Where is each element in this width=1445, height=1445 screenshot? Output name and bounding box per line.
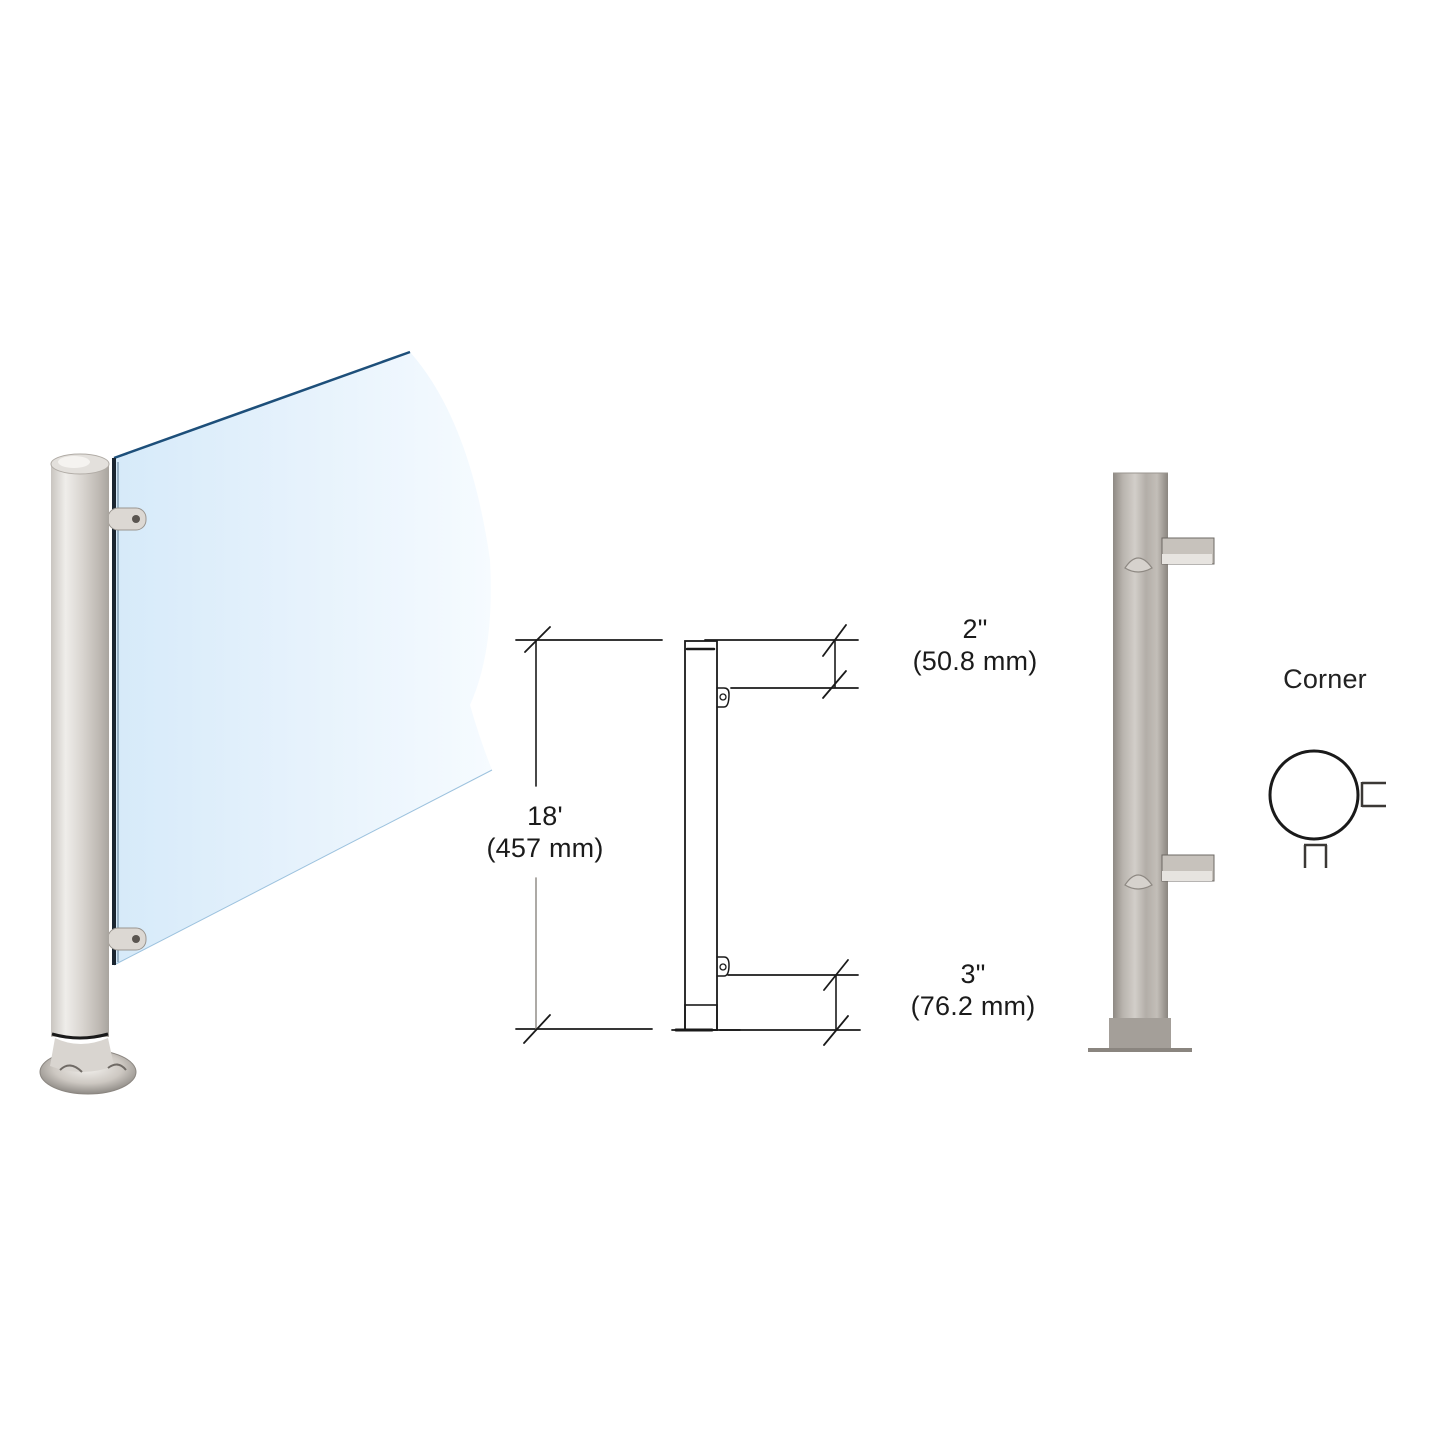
product-lower-clamp <box>1124 854 1215 890</box>
product-base <box>1088 1018 1192 1052</box>
dimension-top-imperial: 2" <box>962 614 988 644</box>
drawing-upper-clamp-tab <box>716 687 730 708</box>
dimension-overall-metric: (457 mm) <box>486 833 604 863</box>
plan-view-label: Corner <box>1283 664 1367 694</box>
glass-panel <box>112 350 493 966</box>
dimension-top-metric: (50.8 mm) <box>912 646 1038 676</box>
dimension-top-lines <box>704 624 859 699</box>
dimension-bottom-metric: (76.2 mm) <box>910 991 1036 1021</box>
dimension-top-label: 2" (50.8 mm) <box>895 613 1055 677</box>
dimension-bottom-imperial: 3" <box>960 959 986 989</box>
bottom-clamp-symbol <box>1303 843 1328 868</box>
lower-glass-clamp <box>107 927 147 951</box>
post-base-flange <box>39 1038 137 1095</box>
dimension-overall-imperial: 18' <box>527 801 563 831</box>
dimension-overall-label: 18' (457 mm) <box>470 800 620 864</box>
dimension-overall-lines <box>515 626 663 1044</box>
dimension-bottom-lines <box>719 959 861 1046</box>
drawing-lower-clamp-tab <box>716 956 730 977</box>
product-upper-clamp <box>1124 537 1215 573</box>
round-post <box>50 453 110 1040</box>
upper-glass-clamp <box>107 507 147 531</box>
side-clamp-symbol <box>1360 781 1386 808</box>
post-section-circle <box>1268 749 1360 841</box>
dimension-bottom-label: 3" (76.2 mm) <box>893 958 1053 1022</box>
drawing-post-outline <box>671 640 741 1032</box>
